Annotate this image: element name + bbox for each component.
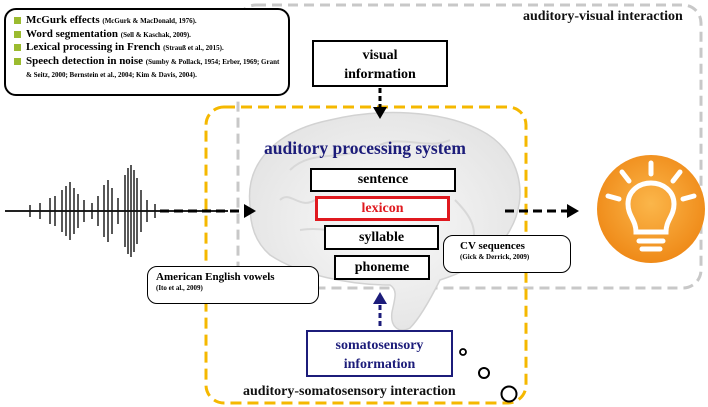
ref-cite: (McGurk & MacDonald, 1976). bbox=[102, 17, 197, 25]
bullet-icon bbox=[14, 30, 21, 38]
bullet-icon bbox=[14, 57, 21, 65]
lightbulb-icon bbox=[597, 155, 705, 263]
vowels-cite: (Ito et al., 2009) bbox=[156, 284, 203, 292]
ref-lexical-processing: Lexical processing in French (Strauß et … bbox=[14, 41, 282, 55]
ref-cite: (Sell & Kaschak, 2009). bbox=[120, 30, 191, 39]
somatosensory-arrow bbox=[373, 292, 387, 326]
sentence-box: sentence bbox=[310, 168, 456, 192]
somato-line-1: somatosensory bbox=[335, 338, 424, 353]
ref-title: Speech detection in noise bbox=[26, 54, 144, 67]
ref-title: McGurk effects bbox=[26, 14, 100, 26]
somato-line-2: information bbox=[343, 357, 416, 372]
visual-arrow bbox=[373, 88, 387, 119]
auditory-visual-region bbox=[236, 3, 703, 290]
vowels-title: American English vowels bbox=[156, 271, 275, 283]
lexicon-box: lexicon bbox=[315, 196, 450, 221]
auditory-visual-label: auditory-visual interaction bbox=[523, 9, 683, 24]
input-arrow bbox=[160, 204, 256, 218]
bullet-icon bbox=[14, 17, 21, 24]
cv-title: CV sequences bbox=[460, 240, 525, 252]
thought-bubble-medium bbox=[478, 367, 490, 379]
auditory-somatosensory-label: auditory-somatosensory interaction bbox=[241, 384, 458, 400]
visual-line-2: information bbox=[344, 67, 416, 82]
thought-bubble-small bbox=[459, 348, 467, 356]
syllable-box: syllable bbox=[324, 225, 439, 250]
visual-information-box: visual information bbox=[312, 40, 448, 87]
processing-system-title: auditory processing system bbox=[264, 138, 466, 158]
ref-title: Lexical processing in French bbox=[26, 41, 161, 53]
somatosensory-information-box: somatosensory information bbox=[306, 330, 453, 377]
bullet-icon bbox=[14, 44, 21, 51]
reference-list: McGurk effects (McGurk & MacDonald, 1976… bbox=[4, 8, 290, 96]
phoneme-box: phoneme bbox=[334, 255, 430, 280]
output-arrow bbox=[505, 204, 579, 218]
ref-cite: (Strauß et al., 2015). bbox=[163, 44, 224, 52]
thought-bubble-large bbox=[500, 385, 518, 403]
ref-cite: (Sumby & Pollack, 1954; Erber, 1969; Gra… bbox=[26, 57, 280, 80]
cv-cite: (Gick & Derrick, 2009) bbox=[460, 253, 530, 261]
ref-title: Word segmentation bbox=[26, 27, 118, 40]
american-vowels-callout: American English vowels (Ito et al., 200… bbox=[147, 266, 319, 304]
ref-word-segmentation: Word segmentation (Sell & Kaschak, 2009)… bbox=[14, 28, 282, 42]
ref-mcgurk: McGurk effects (McGurk & MacDonald, 1976… bbox=[14, 14, 282, 28]
ref-speech-detection: Speech detection in noise (Sumby & Polla… bbox=[14, 55, 282, 82]
cv-sequences-callout: CV sequences (Gick & Derrick, 2009) bbox=[443, 235, 571, 273]
visual-line-1: visual bbox=[362, 48, 398, 63]
